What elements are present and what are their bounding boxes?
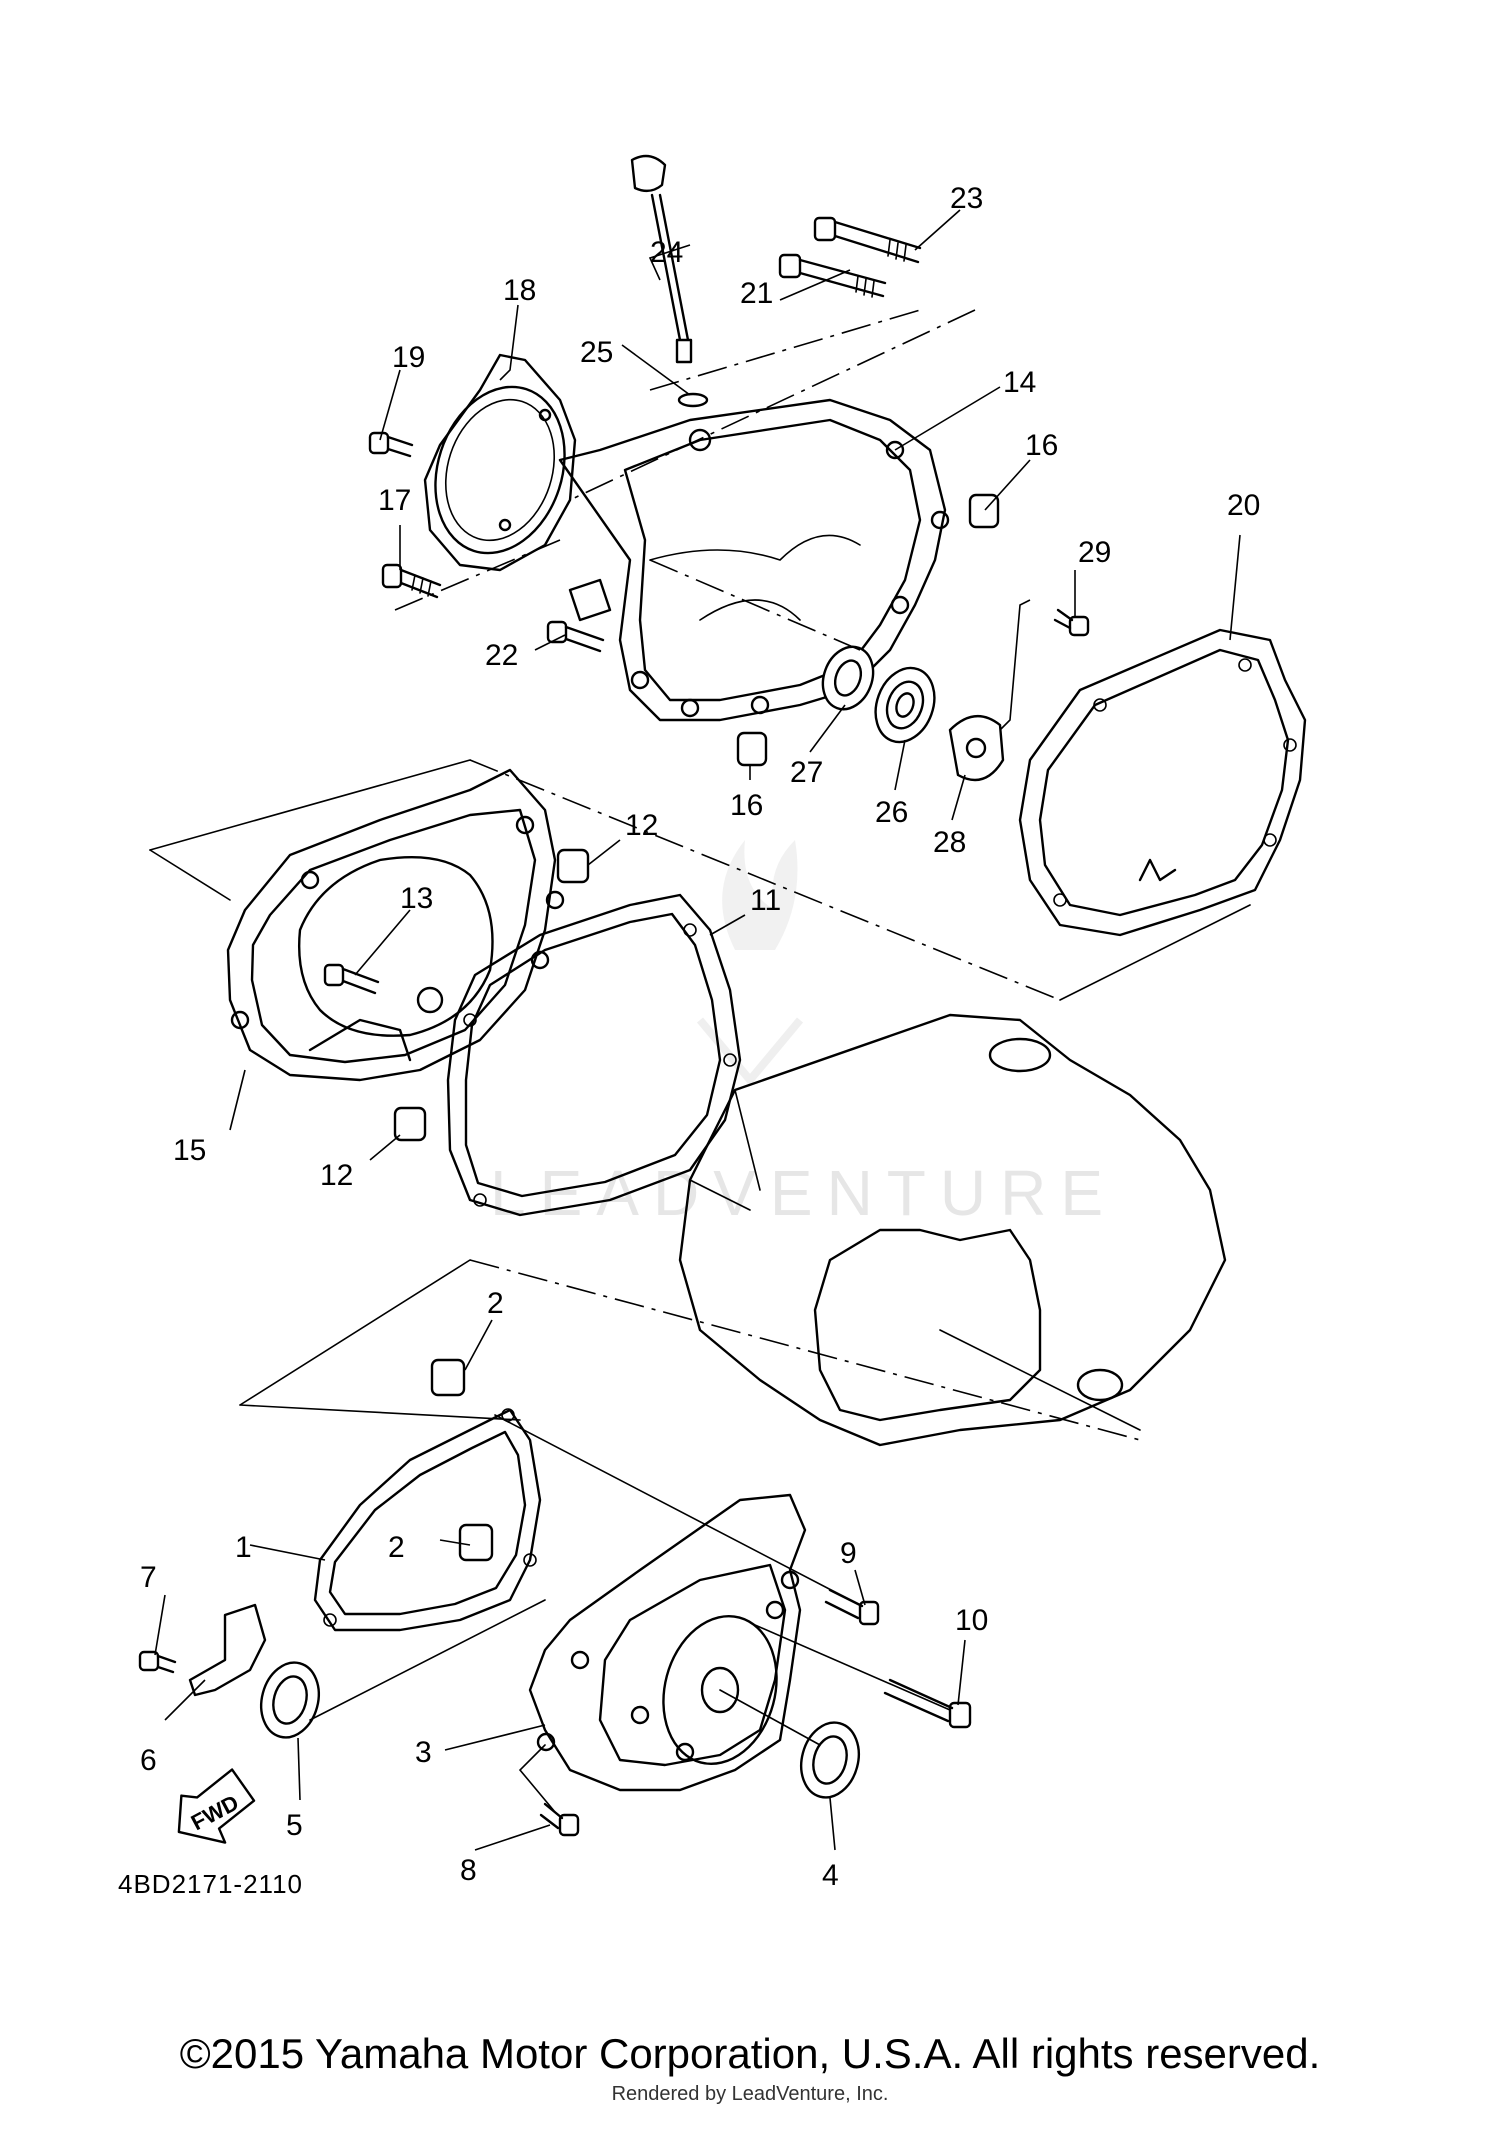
crankcase-cover-right [558, 398, 950, 722]
callout-27: 27 [790, 756, 823, 789]
callout-3: 3 [415, 1736, 432, 1769]
callout-13: 13 [400, 882, 433, 915]
bolt-19 [368, 431, 414, 458]
box-mid-top-left [149, 759, 471, 851]
callout-28: 28 [933, 826, 966, 859]
callout-7: 7 [140, 1561, 157, 1594]
bearing-26 [874, 666, 936, 744]
callout-19: 19 [392, 341, 425, 374]
callout-14: 14 [1003, 366, 1036, 399]
callout-26: 26 [875, 796, 908, 829]
diagram-code: 4BD2171-2110 [118, 1869, 303, 1899]
bolt-21 [778, 253, 887, 298]
bolt-17 [381, 563, 442, 599]
callout-23: 23 [950, 182, 983, 215]
bolt-8 [539, 1802, 580, 1837]
o-ring-25 [677, 392, 709, 408]
bolt-29 [1053, 608, 1090, 637]
bolt-10 [883, 1678, 972, 1729]
callout-21: 21 [740, 277, 773, 310]
plate-6 [188, 1603, 267, 1697]
reference-lines-top [394, 309, 976, 651]
callout-8: 8 [460, 1854, 477, 1887]
watermark-text: LEADVENTURE [490, 1157, 1117, 1229]
bolt-23 [813, 216, 922, 264]
box-bot-top-left [239, 1259, 471, 1406]
dipstick [630, 154, 693, 364]
bolt-22 [546, 620, 605, 653]
copyright-notice: ©2015 Yamaha Motor Corporation, U.S.A. A… [179, 2030, 1321, 2077]
box-mid-right [1059, 904, 1251, 1001]
callout-10: 10 [955, 1604, 988, 1637]
callout-12-lower: 12 [320, 1159, 353, 1192]
callout-2-lower: 2 [388, 1531, 405, 1564]
callout-leaders [154, 209, 1241, 1851]
callout-20: 20 [1227, 489, 1260, 522]
callout-18: 18 [503, 274, 536, 307]
washer-plate-28 [948, 715, 1005, 782]
leader-29 [999, 599, 1031, 731]
callout-22: 22 [485, 639, 518, 672]
callout-11: 11 [750, 884, 781, 917]
dowel-12-lower [393, 1106, 427, 1142]
dowel-2-lower [458, 1523, 494, 1562]
callout-16-lower: 16 [730, 789, 763, 822]
callout-15: 15 [173, 1134, 206, 1167]
dowel-2-upper [430, 1358, 466, 1397]
callout-12-upper: 12 [625, 809, 658, 842]
callout-24: 24 [650, 236, 683, 269]
bolt-13 [323, 963, 380, 995]
oil-seal-4 [800, 1721, 860, 1799]
reference-lines-bottom [309, 1414, 951, 1813]
callout-25: 25 [580, 336, 613, 369]
box-bot-left [239, 1404, 521, 1421]
oil-seal-5 [260, 1661, 320, 1739]
cover-plate [423, 353, 577, 572]
crankcase-ref-line [939, 1329, 1141, 1431]
callout-2-upper: 2 [487, 1287, 504, 1320]
clutch-cover [226, 768, 565, 1082]
callout-29: 29 [1078, 536, 1111, 569]
left-cover [528, 1493, 807, 1792]
bearing-27 [821, 645, 875, 711]
gasket-20 [1018, 628, 1307, 937]
bolt-9 [824, 1588, 880, 1626]
dowel-16-lower [736, 731, 768, 767]
bolt-7 [138, 1650, 177, 1674]
callout-16-upper: 16 [1025, 429, 1058, 462]
fwd-arrow-icon: FWD [177, 1768, 256, 1844]
leadventure-watermark-logo [696, 840, 804, 1087]
rendered-by-credit: Rendered by LeadVenture, Inc. [611, 2083, 889, 2105]
callout-9: 9 [840, 1537, 857, 1570]
callout-5: 5 [286, 1809, 303, 1842]
callout-4: 4 [822, 1859, 839, 1892]
box-mid-top-right [469, 759, 1061, 1001]
crankcase [678, 1013, 1227, 1447]
box-mid-left [149, 849, 231, 901]
callout-6: 6 [140, 1744, 157, 1777]
dowel-12-upper [556, 848, 590, 884]
callout-1: 1 [235, 1531, 252, 1564]
box-bot-top-right [469, 1259, 1141, 1441]
callout-17: 17 [378, 484, 411, 517]
callout-numbers: 23 24 21 25 18 19 14 16 17 20 29 22 16 2… [140, 182, 1260, 1892]
gasket-1 [313, 1408, 542, 1632]
